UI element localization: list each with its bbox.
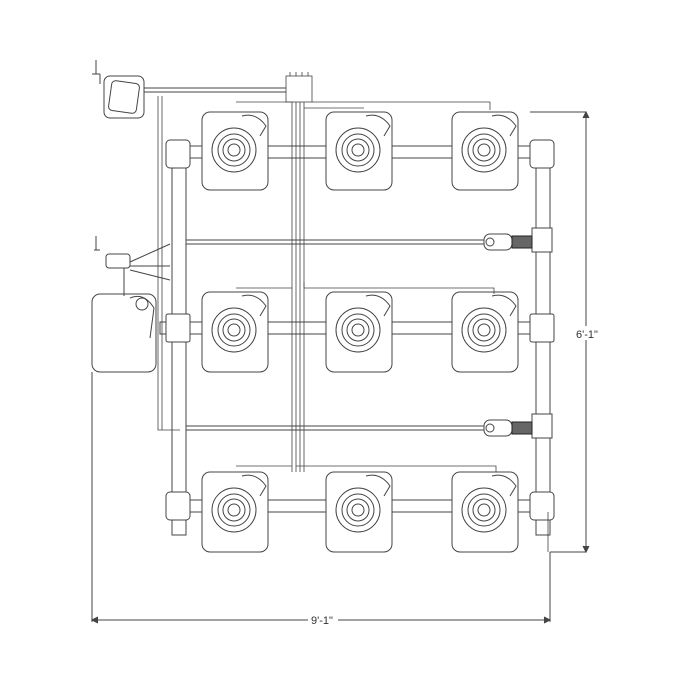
- grow-sites: [201, 111, 519, 553]
- grow-site: [325, 471, 393, 553]
- control-bucket: [91, 293, 157, 373]
- height-dimension-label: 6'-1": [576, 329, 598, 341]
- grow-site: [325, 291, 393, 373]
- shutoff-valve: [483, 233, 533, 251]
- width-dimension-label: 9'-1": [311, 615, 333, 627]
- grow-site: [201, 471, 269, 553]
- grow-site: [451, 291, 519, 373]
- valve-lines: [186, 239, 484, 431]
- tubing: [157, 72, 549, 552]
- dimension-height: [530, 110, 602, 554]
- pump-controller: [92, 60, 294, 119]
- grow-site: [451, 111, 519, 191]
- grow-site: [451, 471, 519, 553]
- grow-site: [201, 291, 269, 373]
- grow-site: [325, 111, 393, 191]
- dimension-width: [90, 372, 552, 626]
- grow-site: [201, 111, 269, 191]
- float-valve-assembly: [94, 236, 171, 296]
- shutoff-valve: [483, 419, 533, 437]
